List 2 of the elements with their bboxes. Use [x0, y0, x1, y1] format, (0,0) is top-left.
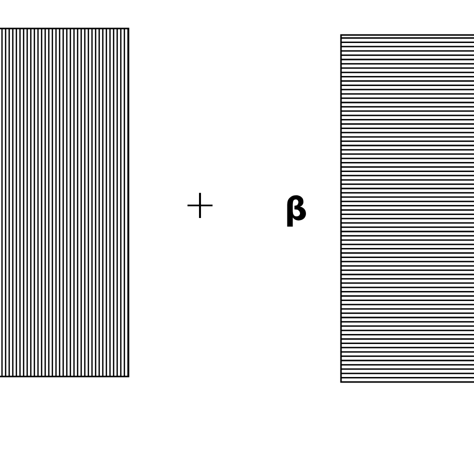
- plus-sign: +: [183, 185, 217, 225]
- beta-symbol: β: [284, 193, 308, 225]
